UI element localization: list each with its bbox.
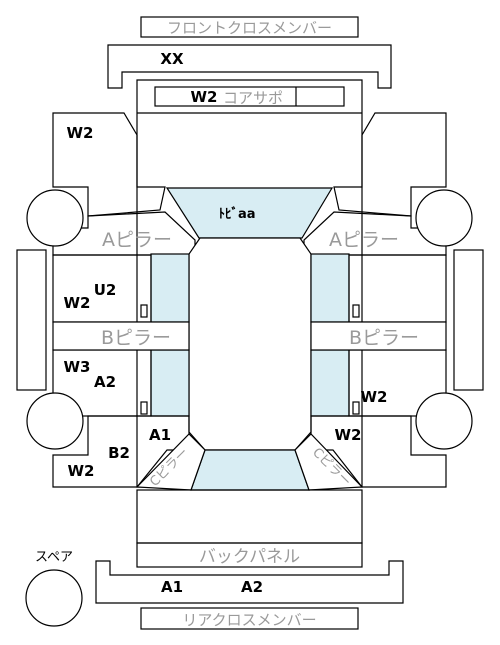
trunk-lid [136, 489, 363, 544]
damage-front-member: XX [160, 50, 184, 68]
rear-cross-member-label: リアクロスメンバー [182, 611, 316, 629]
left-front-fender [52, 112, 166, 217]
damage-rear-left-door-a: A2 [94, 373, 116, 391]
right-front-window [310, 253, 350, 323]
damage-rear-member-2: A2 [241, 578, 263, 596]
front-cross-member-label: フロントクロスメンバー [167, 19, 332, 37]
damage-rear-left-quarter-b: B2 [108, 444, 130, 462]
right-c-pillar [294, 433, 364, 491]
rear-cross-member-box [140, 607, 359, 630]
right-rear-handle [352, 401, 360, 415]
damage-rear-member-1: A1 [161, 578, 183, 596]
left-c-pillar [135, 433, 206, 491]
damage-radiator: W2 [191, 88, 218, 106]
left-front-wheel [26, 189, 84, 247]
right-front-wheel [415, 189, 473, 247]
a-pillar-left-label: Aピラー [102, 229, 172, 251]
radiator-support-box [154, 86, 345, 107]
left-rear-window [150, 349, 190, 417]
b-pillar-left-label: Bピラー [101, 327, 171, 349]
front-cross-member-box [140, 16, 359, 38]
cabin-inner [188, 237, 312, 451]
damage-rear-left-quarter-w: W2 [68, 462, 95, 480]
left-side-sill [16, 249, 47, 391]
left-rear-wheel [26, 392, 84, 450]
right-rear-wheel [415, 392, 473, 450]
radiator-support-label: コアサポ [223, 89, 283, 107]
right-front-door [348, 254, 447, 323]
damage-front-left-door-w: W2 [64, 294, 91, 312]
damage-rear-right-quarter: W2 [335, 426, 362, 444]
a-pillar-right-label: Aピラー [329, 229, 399, 251]
windshield [165, 187, 334, 239]
left-b-pillar [52, 321, 190, 351]
back-panel-label: バックパネル [199, 547, 300, 567]
right-side-sill [453, 249, 484, 391]
right-front-fender [333, 112, 447, 217]
rear-bumper-member [95, 560, 404, 604]
b-pillar-right-label: Bピラー [349, 327, 419, 349]
damage-front-left-fender: W2 [67, 124, 94, 142]
spare-label: スペア [35, 550, 73, 565]
damage-rear-left-door-w: W3 [64, 358, 91, 376]
left-rear-handle [140, 401, 148, 415]
right-rear-window [310, 349, 350, 417]
windshield-label: ﾄﾋﾞaa [218, 206, 255, 222]
back-panel-box [136, 542, 363, 568]
damage-front-left-door-u: U2 [94, 281, 117, 299]
left-front-handle [140, 304, 148, 318]
damage-rear-right-door: W2 [361, 388, 388, 406]
right-b-pillar [310, 321, 447, 351]
front-bumper-member [107, 44, 392, 89]
rear-window [190, 449, 310, 491]
left-front-window [150, 253, 190, 323]
spare-tire [25, 569, 83, 627]
right-front-handle [352, 304, 360, 318]
damage-rear-left-sill: A1 [149, 426, 171, 444]
